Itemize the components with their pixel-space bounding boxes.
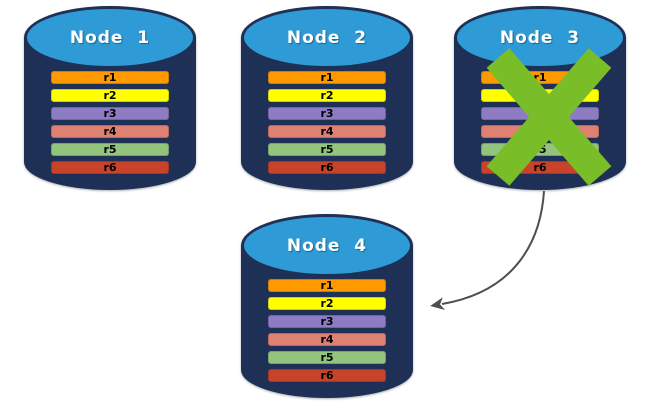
node-title: Node 4 bbox=[286, 235, 368, 256]
row-r1: r1 bbox=[268, 279, 386, 292]
row-r5: r5 bbox=[268, 143, 386, 156]
row-r2: r2 bbox=[51, 89, 169, 102]
row-r3: r3 bbox=[268, 315, 386, 328]
row-r3: r3 bbox=[268, 107, 386, 120]
row-r4: r4 bbox=[51, 125, 169, 138]
row-r5: r5 bbox=[51, 143, 169, 156]
row-r2: r2 bbox=[268, 297, 386, 310]
db-node-1: Node 1 r1 r2 r3 r4 r5 r6 bbox=[24, 6, 196, 190]
row-r6: r6 bbox=[51, 161, 169, 174]
node-title: Node 1 bbox=[69, 27, 151, 48]
failure-x-icon bbox=[486, 48, 612, 186]
db-node-2: Node 2 r1 r2 r3 r4 r5 r6 bbox=[241, 6, 413, 190]
row-stack: r1 r2 r3 r4 r5 r6 bbox=[268, 279, 386, 382]
curved-arrow-icon bbox=[430, 190, 545, 311]
row-stack: r1 r2 r3 r4 r5 r6 bbox=[268, 71, 386, 174]
row-r3: r3 bbox=[51, 107, 169, 120]
row-r6: r6 bbox=[268, 161, 386, 174]
row-r1: r1 bbox=[51, 71, 169, 84]
row-r1: r1 bbox=[268, 71, 386, 84]
row-stack: r1 r2 r3 r4 r5 r6 bbox=[51, 71, 169, 174]
cylinder-top: Node 4 bbox=[241, 214, 413, 277]
row-r4: r4 bbox=[268, 125, 386, 138]
row-r5: r5 bbox=[268, 351, 386, 364]
node-title: Node 2 bbox=[286, 27, 368, 48]
row-r6: r6 bbox=[268, 369, 386, 382]
node-title: Node 3 bbox=[499, 27, 581, 48]
db-node-4: Node 4 r1 r2 r3 r4 r5 r6 bbox=[241, 214, 413, 398]
cylinder-top: Node 2 bbox=[241, 6, 413, 69]
row-r2: r2 bbox=[268, 89, 386, 102]
row-r4: r4 bbox=[268, 333, 386, 346]
cylinder-top: Node 1 bbox=[24, 6, 196, 69]
